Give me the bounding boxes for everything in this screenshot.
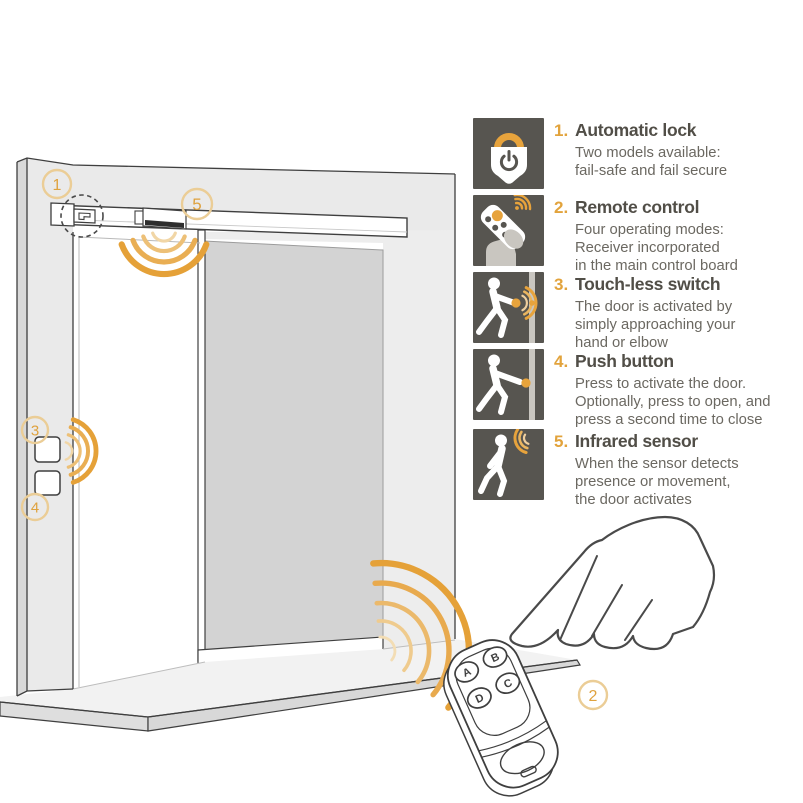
legend-title: Infrared sensor: [575, 431, 698, 451]
legend-title: Push button: [575, 351, 674, 371]
remote-control-icon: [473, 195, 544, 266]
legend-description: Press to activate the door. Optionally, …: [575, 376, 771, 428]
infrared-sensor-device: [134, 207, 187, 230]
legend-item-automatic-lock: 1. Automatic lock Two models available: …: [473, 118, 800, 189]
push-button-device: [34, 470, 61, 496]
callout-4: 4: [20, 492, 50, 522]
remote-button-a: [454, 661, 480, 683]
legend-number: 3.: [554, 275, 569, 294]
legend-description: When the sensor detects presence or move…: [575, 456, 739, 508]
callout-5-number: 5: [192, 195, 201, 214]
legend-number: 4.: [554, 352, 569, 371]
sensor-waves-icon: [118, 231, 210, 278]
remote-button-d: [466, 687, 492, 709]
automatic-lock-icon: [473, 118, 544, 189]
frame-edges: [16, 157, 456, 697]
floor-edge-line: [0, 659, 578, 718]
legend-item-remote-control: 2. Remote control Four operating modes: …: [473, 195, 800, 275]
push-button-icon: [473, 349, 544, 420]
callout-3: 3: [20, 415, 50, 445]
dashed-highlight-circle: [60, 194, 104, 238]
sliding-door-panel: [203, 240, 384, 659]
callout-5: 5: [180, 187, 214, 221]
legend-title: Automatic lock: [575, 120, 697, 140]
hand-finger-lines: [559, 555, 653, 641]
legend-description: Four operating modes: Receiver incorpora…: [575, 222, 738, 274]
remote-keyring-slot: [520, 765, 537, 778]
callout-1-number: 1: [53, 177, 62, 194]
legend-item-infrared-sensor: 5. Infrared sensor When the sensor detec…: [473, 429, 800, 509]
door-post: [27, 158, 73, 691]
legend-number: 1.: [554, 121, 569, 140]
legend-description: Two models available: fail-safe and fail…: [575, 145, 728, 179]
infrared-sensor-icon: [473, 429, 544, 500]
legend-title: Touch-less switch: [575, 274, 721, 294]
doorway-opening: [73, 230, 200, 690]
remote-buttons: A B C D: [454, 646, 521, 709]
remote-cover-lines: [478, 720, 550, 758]
legend-title: Remote control: [575, 197, 700, 217]
automatic-lock-device: [60, 194, 104, 238]
door-leading-stile: [197, 229, 206, 662]
touchless-switch-device: [34, 436, 61, 463]
touchless-switch-icon: [473, 272, 544, 343]
legend-item-push-button: 4. Push button Press to activate the doo…: [473, 349, 800, 429]
callouts: 1 5 3 4 2: [20, 168, 609, 711]
floor-top: [0, 639, 577, 717]
pointing-hand-illustration: [509, 515, 716, 651]
remote-button-c: [495, 672, 521, 694]
side-screen: [203, 230, 455, 649]
legend-number: 2.: [554, 198, 569, 217]
switch-waves-icon: [64, 417, 99, 485]
remote-cap-opening: [499, 741, 545, 775]
callout-4-number: 4: [31, 500, 39, 517]
remote-control-illustration: A B C D: [443, 639, 559, 797]
callout-2: 2: [577, 679, 609, 711]
callout-2-number: 2: [589, 688, 598, 705]
legend-item-touchless-switch: 3. Touch-less switch The door is activat…: [473, 272, 800, 352]
legend-description: The door is activated by simply approach…: [575, 299, 736, 351]
callout-1: 1: [41, 168, 73, 200]
legend-number: 5.: [554, 432, 569, 451]
sliding-door: [197, 229, 384, 666]
callout-3-number: 3: [31, 423, 39, 440]
remote-button-b: [482, 646, 508, 668]
